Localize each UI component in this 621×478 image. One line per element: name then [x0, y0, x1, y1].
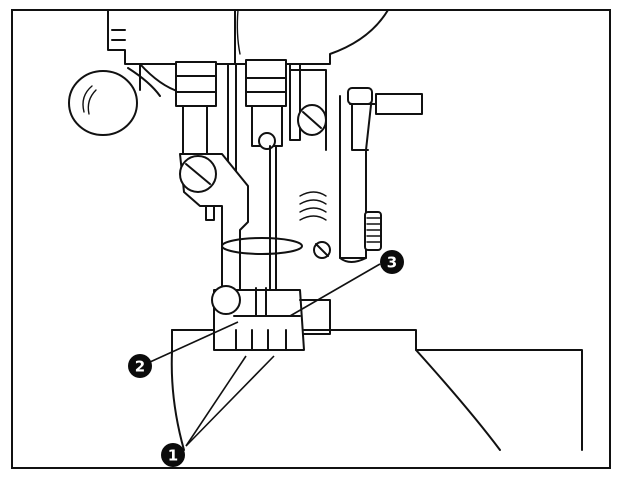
leader-line-1b: [185, 355, 275, 447]
thread-guide-ring: [221, 237, 303, 255]
presser-foot-shank: [179, 153, 249, 301]
callout-3: 3: [380, 250, 404, 274]
side-arm: [339, 87, 423, 263]
needle-bar-assembly: [175, 59, 329, 331]
presser-lifter-knob: [68, 67, 161, 136]
tension-spring: [299, 191, 331, 259]
callout-1-label: 1: [168, 447, 178, 465]
callout-1: 1: [161, 443, 185, 467]
work-table: [170, 329, 583, 451]
presser-foot: [211, 285, 331, 351]
callout-2: 2: [128, 354, 152, 378]
hinge-screw: [297, 104, 327, 136]
callout-2-label: 2: [135, 358, 145, 376]
leader-line-1a: [185, 355, 247, 447]
leader-line-2: [149, 321, 239, 363]
machine-head: [107, 9, 389, 93]
callout-3-label: 3: [387, 254, 397, 272]
leader-line-3: [289, 263, 381, 317]
figure-frame: [11, 9, 611, 469]
knurled-wheel: [364, 211, 382, 251]
